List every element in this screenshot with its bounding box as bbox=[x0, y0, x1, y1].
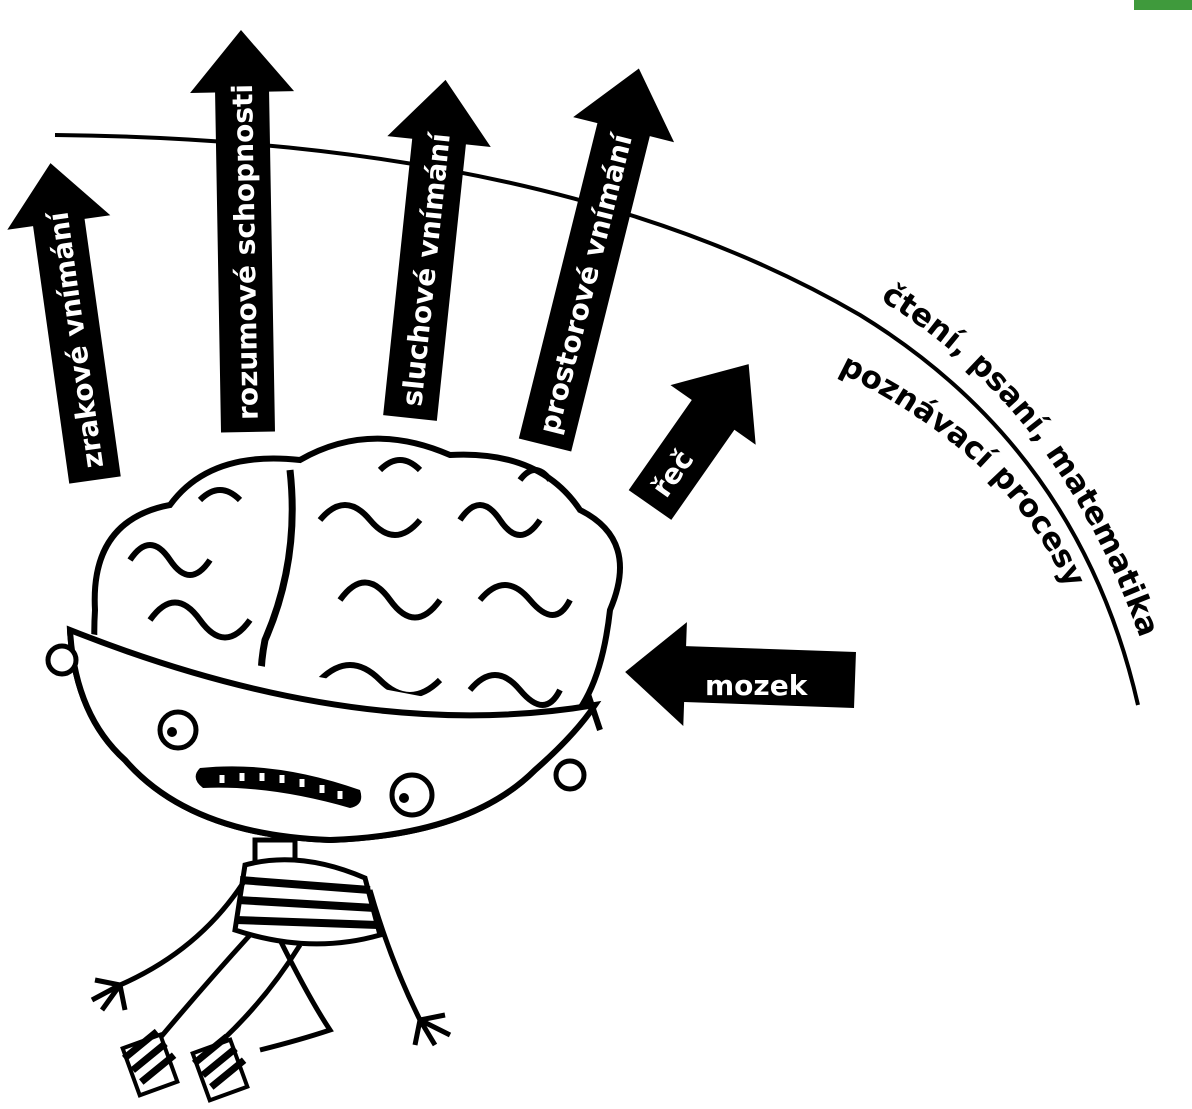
left-eye-icon bbox=[157, 709, 199, 751]
arrow-label-mozek: mozek bbox=[705, 669, 809, 702]
striped-socks bbox=[120, 1028, 250, 1103]
arrow-sluchove-vnimani: sluchové vnímání bbox=[383, 79, 491, 421]
right-ear bbox=[553, 758, 587, 792]
right-hand-icon bbox=[412, 1012, 452, 1047]
arrow-prostorove-vnimani: prostorové vnímání bbox=[518, 68, 675, 452]
left-hand-icon bbox=[90, 977, 128, 1012]
mouth-icon bbox=[195, 766, 362, 808]
development-arc-line bbox=[54, 133, 1140, 706]
left-ear bbox=[45, 643, 79, 677]
arrow-rec: řeč bbox=[628, 364, 756, 520]
child-with-brain-illustration bbox=[45, 435, 623, 1103]
right-eye-icon bbox=[389, 772, 435, 818]
arrow-zrakove-vnimani: zrakové vnímání bbox=[7, 163, 121, 484]
arrow-label-rozumove: rozumové schopnosti bbox=[226, 84, 265, 421]
arrow-mozek bbox=[625, 622, 856, 727]
arrow-rozumove-schopnosti: rozumové schopnosti bbox=[190, 30, 295, 433]
corner-tab bbox=[1134, 0, 1192, 10]
